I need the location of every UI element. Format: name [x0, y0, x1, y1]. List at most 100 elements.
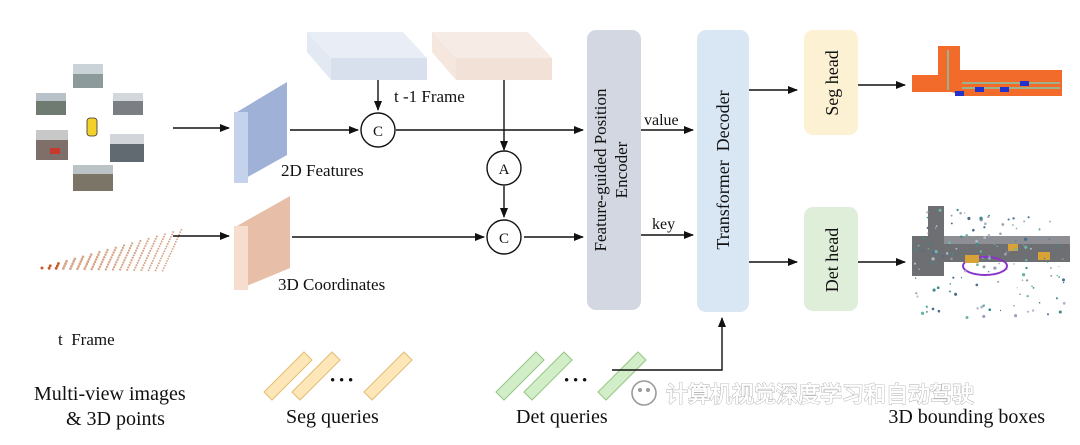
lidar-point: [1025, 266, 1028, 270]
point-cloud-dot: [90, 267, 93, 271]
align-op: A: [486, 150, 522, 186]
lidar-point: [980, 305, 983, 309]
point-cloud-3d: [40, 228, 183, 272]
lidar-point: [1024, 245, 1028, 249]
point-cloud-dot: [138, 242, 141, 245]
lidar-point: [1058, 310, 1062, 314]
lidar-point: [950, 257, 953, 260]
position-encoder-block: [587, 30, 641, 310]
point-cloud-dot: [72, 260, 76, 263]
point-cloud-dot: [124, 256, 127, 259]
lidar-point: [1027, 216, 1030, 219]
point-cloud-dot: [71, 262, 74, 266]
point-cloud-dot: [156, 250, 159, 253]
point-cloud-dot: [161, 255, 164, 257]
lidar-point: [1043, 257, 1046, 260]
point-cloud-dot: [122, 244, 126, 247]
point-cloud-dot: [80, 257, 84, 261]
point-cloud-dot: [159, 259, 161, 262]
lidar-point: [931, 307, 935, 311]
lidar-point: [1023, 220, 1026, 223]
point-cloud-dot: [112, 251, 115, 254]
point-cloud-dot: [150, 247, 153, 250]
point-cloud-dot: [121, 263, 124, 267]
lidar-point: [1016, 287, 1018, 289]
lidar-point: [1006, 268, 1008, 271]
point-cloud-dot: [153, 240, 156, 243]
lidar-point: [975, 239, 979, 243]
lidar-point: [1038, 228, 1041, 231]
key-label: key: [652, 216, 675, 233]
point-cloud-dot: [120, 266, 123, 269]
point-cloud-dot: [98, 251, 101, 254]
seg-head-label: Seg head: [822, 50, 842, 115]
lidar-point: [1048, 220, 1052, 223]
point-cloud-dot: [86, 260, 90, 263]
lidar-point: [949, 283, 952, 285]
point-cloud-dot: [167, 257, 170, 260]
lidar-point: [915, 292, 918, 295]
prev-frame-label: t -1 Frame: [394, 87, 465, 106]
point-cloud-dot: [92, 263, 96, 266]
lidar-point: [1027, 310, 1030, 313]
encoder-label-line1: Feature-guided Position: [591, 88, 610, 251]
lidar-point: [1058, 276, 1061, 278]
point-cloud-dot: [164, 264, 166, 267]
lidar-point: [965, 234, 969, 237]
lidar-point: [1046, 260, 1049, 263]
point-cloud-dot: [129, 261, 132, 264]
seg-head-block: [804, 30, 858, 135]
lidar-point: [914, 277, 917, 279]
point-cloud-dot: [77, 265, 80, 268]
lidar-point: [964, 269, 967, 273]
point-cloud-dot: [169, 252, 172, 255]
lidar-point: [930, 261, 933, 264]
concat-op-top: C: [360, 112, 396, 148]
point-cloud-dot: [54, 266, 58, 270]
lidar-point: [921, 249, 924, 252]
input-caption-line1: Multi-view images: [34, 383, 186, 405]
point-cloud-dot: [164, 247, 167, 250]
coords-3d-label: 3D Coordinates: [278, 275, 385, 294]
point-cloud-dot: [151, 259, 154, 262]
point-cloud-dot: [105, 251, 108, 254]
point-cloud-dot: [70, 264, 73, 268]
point-cloud-dot: [104, 268, 108, 271]
lidar-point: [955, 247, 958, 250]
query-token: [523, 351, 573, 401]
point-cloud-dot: [122, 261, 125, 264]
lidar-point: [1015, 240, 1017, 242]
point-cloud-dot: [153, 257, 155, 260]
lidar-point: [987, 234, 991, 237]
point-cloud-dot: [119, 251, 122, 254]
query-token: [263, 351, 313, 401]
point-cloud-dot: [137, 259, 140, 262]
point-cloud-dot: [167, 240, 170, 243]
lidar-point: [987, 270, 990, 273]
lidar-point: [988, 308, 992, 312]
arrow-queries-to-decoder: [612, 317, 726, 371]
point-cloud-dot: [143, 261, 146, 264]
lidar-point: [967, 216, 971, 221]
lidar-point: [1007, 218, 1010, 221]
lidar-point: [1012, 217, 1015, 220]
point-cloud-dot: [93, 260, 97, 264]
lidar-point: [1062, 281, 1065, 284]
point-cloud-dot: [134, 249, 138, 252]
query-token: [597, 351, 647, 401]
point-cloud-dot: [132, 254, 135, 257]
output-boxes-label: 3D bounding boxes: [888, 406, 1045, 428]
multi-view-images: [36, 64, 144, 191]
point-cloud-dot: [162, 235, 165, 238]
lidar-point: [965, 316, 969, 319]
point-cloud-dot: [135, 264, 138, 267]
point-cloud-dot: [151, 245, 154, 248]
point-cloud-dot: [128, 246, 132, 250]
seg-queries-dots: • • •: [330, 373, 353, 389]
point-cloud-dot: [94, 258, 98, 261]
point-cloud-dot: [123, 258, 126, 262]
lidar-point: [983, 304, 985, 306]
point-cloud-dot: [144, 244, 147, 248]
point-cloud-dot: [98, 265, 102, 269]
point-cloud-dot: [166, 243, 169, 245]
